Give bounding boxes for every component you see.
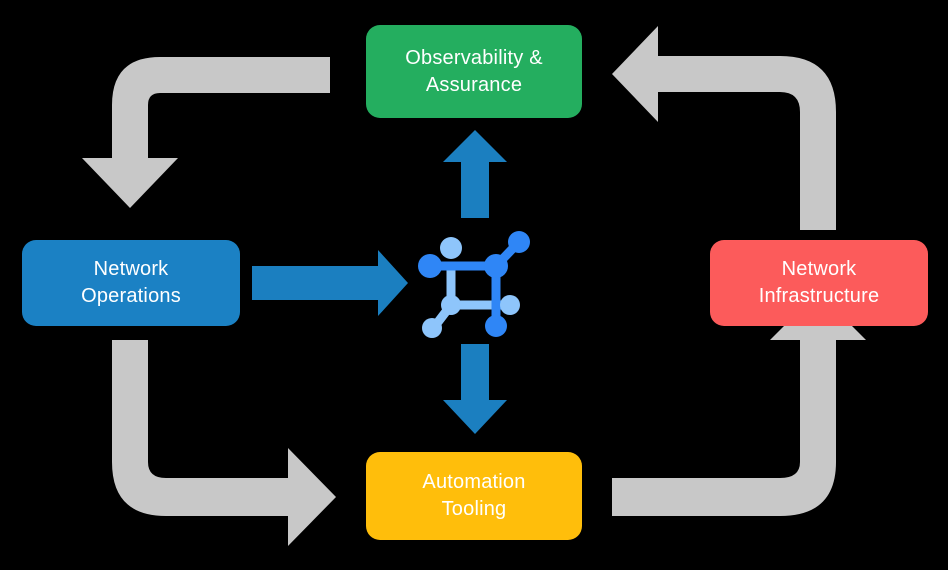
node-observability-label: Observability & Assurance xyxy=(405,46,543,96)
arrow-operations-to-automation xyxy=(112,340,336,546)
arrow-center-to-automation xyxy=(443,344,507,434)
network-topology-primary-nodes xyxy=(418,231,530,337)
node-network-operations[interactable]: Network Operations xyxy=(22,240,240,326)
node-network-infrastructure[interactable]: Network Infrastructure xyxy=(710,240,928,326)
arrow-center-to-observability xyxy=(443,130,507,218)
arrow-observability-to-operations xyxy=(82,57,330,208)
node-observability-assurance[interactable]: Observability & Assurance xyxy=(366,25,582,118)
arrow-automation-to-infrastructure xyxy=(612,292,866,516)
network-topology-light-nodes xyxy=(422,237,520,338)
arrow-operations-to-center xyxy=(252,250,408,316)
node-automation-tooling-label: Automation Tooling xyxy=(422,471,526,520)
node-automation-tooling[interactable]: Automation Tooling xyxy=(366,452,582,540)
network-topology-icon xyxy=(418,231,530,338)
node-network-operations-label: Network Operations xyxy=(81,258,181,307)
node-network-infrastructure-label: Network Infrastructure xyxy=(758,258,880,307)
arrow-infrastructure-to-observability xyxy=(612,26,836,230)
